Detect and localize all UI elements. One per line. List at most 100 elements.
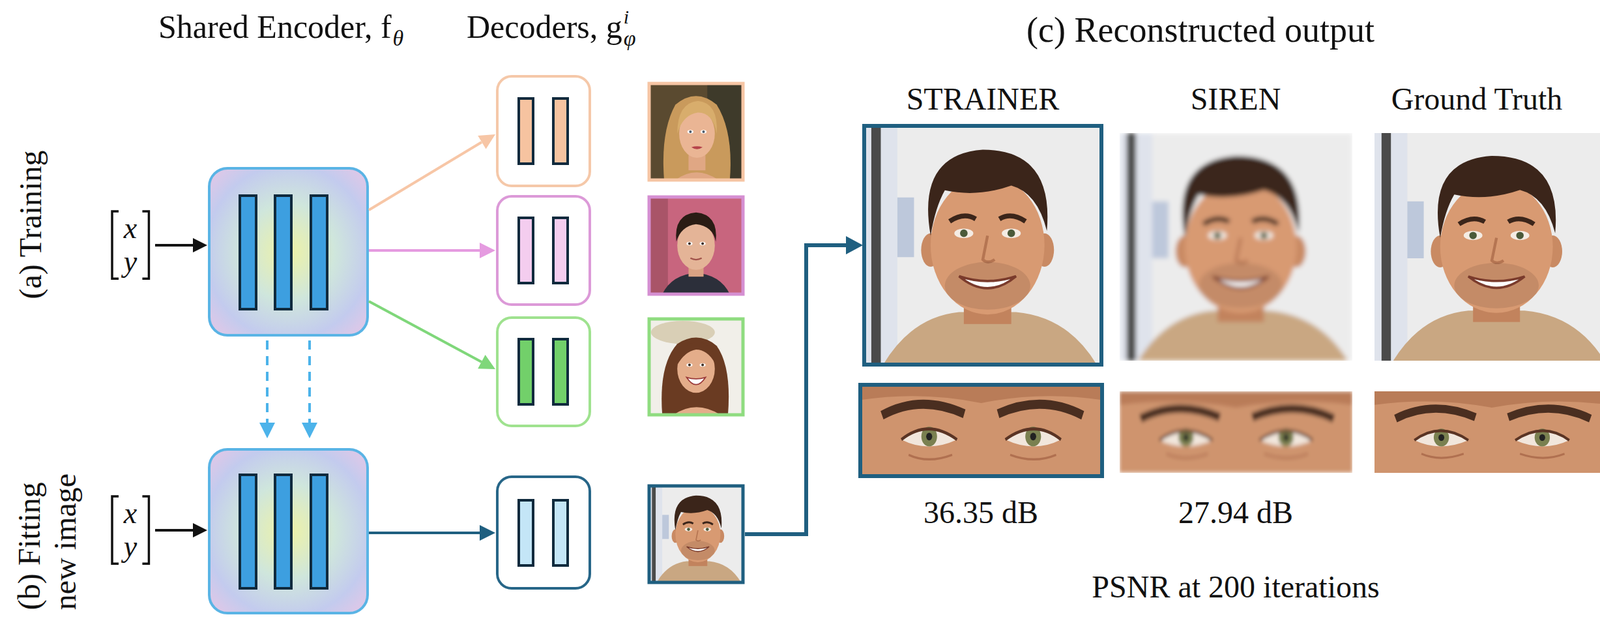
shared-encoder [275,195,292,309]
strainer-output [864,125,1102,365]
input-arrow [155,237,208,538]
label-text: Decoders, g [466,8,623,47]
ground-truth-image [1374,132,1600,361]
label-text: STRAINER [906,80,1060,117]
encoder-decoder-arrow [477,134,496,150]
shared-encoder [310,195,328,309]
face-thumbnail [649,485,743,582]
weight-transfer-arrow [301,422,318,438]
label-text: Shared Encoder, f [158,8,392,47]
face-thumbnail [649,485,743,582]
label-text: Ground Truth [1391,80,1563,117]
decoder-block [553,98,568,164]
label-text: i [623,5,629,29]
shared-encoder [310,474,328,588]
label-text: Ground Truth [1391,80,1563,117]
shared-encoder [209,449,368,613]
label-text: (b) Fitting new image [11,452,83,610]
face-thumbnail [649,83,743,180]
encoder-decoder-arrow [368,142,482,210]
input-arrow [192,522,208,538]
siren-eye-crop [1119,391,1353,473]
output-arrow [744,235,863,534]
decoder-block [518,98,534,164]
label-text: (a) Training [12,150,49,300]
label-text: (c) Reconstructed output [1026,9,1375,51]
weight-transfer-arrow [265,340,269,423]
label-text: 36.35 dB [923,494,1039,530]
strainer-output [864,125,1102,365]
label-text: θ [392,25,405,51]
label-text: SIREN [1190,80,1282,117]
bracket-outline [142,211,149,279]
decoder-block [497,476,590,588]
siren-eye-crop [1119,391,1353,473]
output-arrow [744,245,848,534]
shared-encoder [209,168,368,335]
siren-eye-crop [1119,391,1353,473]
siren-output [1119,132,1353,361]
bracket-outline [112,495,119,564]
label-text: φ [623,25,637,51]
encoder-decoder-arrow [368,531,481,534]
ground-truth-eye-crop [1374,391,1600,473]
input-vector: xy [109,209,152,281]
siren-output [1119,132,1353,361]
face-thumbnail [649,196,743,294]
label-text: Shared Encoder, f [158,8,392,47]
ground-truth-eye-crop [1374,391,1600,473]
label-text: 27.94 dB [1178,494,1294,530]
decoder-block [497,317,590,426]
bracket-outline [112,211,119,279]
encoder-decoder-arrow [477,354,496,369]
decoder-block [497,76,590,186]
decoder-block [497,317,590,426]
face-thumbnail [649,318,743,415]
label-text: PSNR at 200 iterations [1091,568,1380,605]
vector-component: x [123,496,137,530]
ground-truth-image [1374,132,1600,361]
weight-transfer-arrow [259,422,276,438]
label-text: θ [392,25,405,51]
label-text: (a) Training [12,150,49,300]
output-arrow [845,235,863,255]
face-thumbnail [649,318,743,415]
weight-transfer-arrow [259,340,318,438]
face-thumbnail [649,318,743,415]
shared-encoder [209,168,368,335]
encoder-decoder-arrow [368,301,482,362]
strainer-eye-crop [860,384,1103,476]
input-arrow [155,243,195,247]
siren-output [1119,132,1353,361]
label-text: i [623,5,629,29]
face-thumbnail [649,83,743,180]
face-thumbnail [649,196,743,294]
vector-component: x [123,211,137,246]
siren-eye-crop [1119,391,1353,473]
face-thumbnail [649,485,743,582]
strainer-eye-crop [860,384,1103,476]
decoder-block [497,196,590,305]
vector-component: y [123,529,137,564]
label-text: 36.35 dB [923,494,1039,530]
label-text: STRAINER [906,80,1060,117]
encoder-decoder-arrow [368,248,481,252]
strainer-output [864,125,1102,365]
face-thumbnail [649,485,743,582]
label-text: φ [623,25,637,51]
decoder-block [553,338,568,405]
decoder-block [518,499,534,566]
vector-component: y [123,245,137,279]
face-thumbnail [649,196,743,294]
siren-output [1119,132,1353,361]
input-vector: xy [109,494,152,566]
bracket-outline [142,495,149,564]
label-text: Decoders, g [466,8,623,47]
input-arrow [192,237,208,253]
face-thumbnail [649,83,743,180]
label-text: (b) Fitting new image [11,452,83,610]
shared-encoder [209,449,368,613]
